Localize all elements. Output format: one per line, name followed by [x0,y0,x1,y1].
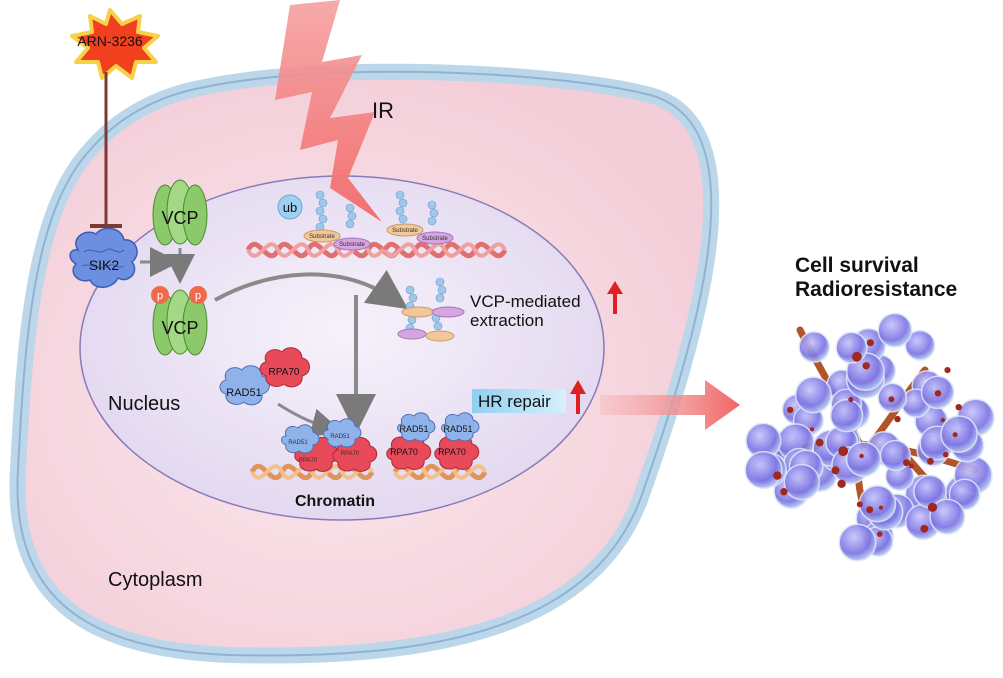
repair-complex-3: RAD51 RPA70 [386,412,436,470]
ubiquitin-label: ub [283,200,297,215]
ub-chains-upper [315,190,439,232]
blood-cell-dot [809,427,815,432]
blood-cell-dot [952,432,958,438]
upregulated-arrow-icon [570,380,586,414]
hr-repair-box [472,389,566,413]
outcome-label-line1: Cell survival [795,254,919,277]
vcp-extraction-label-line2: extraction [470,311,544,330]
drug-star: ARN-3236 [70,8,160,80]
vcp-extraction-arrow [214,269,409,310]
blood-cell-dot [837,479,846,488]
cytoplasm-label: Cytoplasm [108,569,202,591]
nucleus-label: Nucleus [108,393,180,415]
blood-cell-dot [927,502,938,512]
vcp-hexamer-top: VCP [152,179,208,246]
ubiquitin-icon [277,194,303,220]
rpa70-bound-label: RPA70 [390,447,418,457]
blood-cell-dot [859,453,864,459]
drug-label: ARN-3236 [77,33,143,49]
blood-cell-dot [838,446,849,456]
tumor-cell-cluster [744,312,995,562]
rpa70-bound-label: RPA70 [341,451,360,457]
substrate-label: Substrate [339,242,365,248]
blood-cell-dot [876,531,883,537]
tumor-cell [845,441,882,477]
tumor-cell [798,331,831,363]
rpa70-label: RPA70 [269,367,300,378]
blood-cell-dot [852,351,862,362]
vcp-top-label: VCP [161,208,198,228]
rpa70-bound-label: RPA70 [299,458,318,464]
tumor-cell [829,398,864,433]
hr-repair-label: HR repair [478,392,551,411]
chromatin-strand-right [392,463,488,481]
rad51-bound-label: RAD51 [330,434,350,440]
blood-cell-dot [773,471,782,480]
rpa70-bound-label: RPA70 [438,447,466,457]
tumor-cell [877,312,913,348]
blood-cell-dot [878,505,884,510]
repair-complex-4: RAD51 RPA70 [434,412,480,470]
blood-cell-dot [934,390,942,397]
sik2-label: SIK2 [89,257,120,273]
tumor-cell [835,331,868,364]
sik2-protein: SIK2 [69,227,138,288]
rpa70-free: RPA70 [259,347,310,388]
substrate-label: Substrate [309,234,335,240]
blood-cell-dot [940,418,946,423]
vcp-hexamer-phosphorylated: VCP p p [151,286,208,356]
blood-cell-dot [955,404,962,411]
rad51-free: RAD51 [219,365,270,406]
tumor-cell [929,498,966,535]
rad51-bound-label: RAD51 [288,440,308,446]
extracted-substrates [397,277,465,342]
repair-complex-1: RAD51 RPA70 [281,424,340,472]
dna-strand-upper-left [245,241,401,259]
blood-cell-dot [888,396,895,403]
blood-cell-dot [856,501,863,508]
blood-cell-dot [780,488,788,496]
rad51-label: RAD51 [226,387,261,399]
blood-cell-dot [866,506,874,514]
upregulated-arrow-icon [607,281,623,314]
substrate-label: Substrate [422,236,448,242]
tumor-cell [783,463,821,501]
radiation-bolt [275,0,382,222]
radiation-label: IR [372,98,394,123]
tumor-cell [794,376,832,414]
outcome-label-line2: Radioresistance [795,278,957,301]
blood-cell-dot [927,457,934,465]
tumor-cell [744,450,783,490]
rad51-bound-label: RAD51 [399,424,428,434]
repair-complex-2: RAD51 RPA70 [323,418,378,472]
tumor-cell [838,523,877,562]
tumor-cell [904,329,936,361]
blood-cell-dot [894,415,901,423]
vcp-extraction-label-line1: VCP-mediated [470,292,581,311]
blood-cell-dot [908,463,914,469]
chromatin-label: Chromatin [295,493,375,510]
blood-cell-dot [862,362,870,370]
tumor-cell [858,484,897,523]
dna-strand-upper-right [382,241,508,259]
substrate-label: Substrate [392,228,418,234]
blood-cell-dot [942,451,949,458]
blood-cell-dot [831,466,840,475]
outcome-arrow [600,380,740,430]
blood-cell-dot [848,396,854,403]
blood-cell-dot [944,367,951,374]
blood-cell-dot [866,339,874,347]
blood-cell-dot [787,406,794,414]
blood-cell-dot [920,524,929,533]
blood-cell-dot [903,459,910,467]
phospho-left-label: p [157,290,163,302]
tumor-cell [940,415,978,453]
phospho-right-label: p [195,290,201,302]
substrates-upper: Substrate Substrate Substrate Substrate [303,223,454,251]
blood-cell-dot [815,438,824,447]
rad51-bound-label: RAD51 [443,424,472,434]
vcp-bottom-label: VCP [161,318,198,338]
